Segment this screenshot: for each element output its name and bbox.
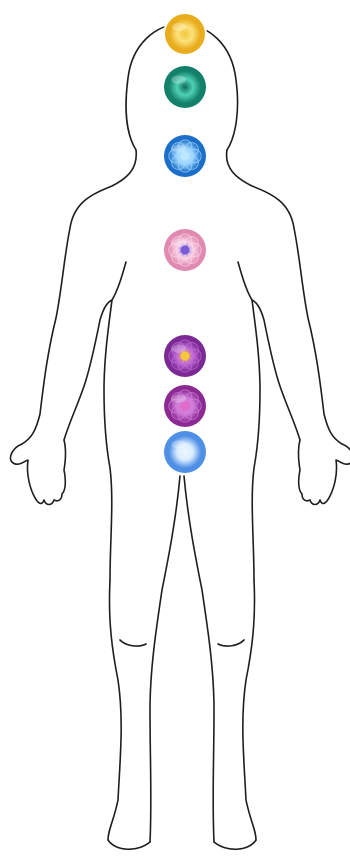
solar-plexus-chakra-core: [180, 351, 189, 360]
right-hand-outline: [299, 440, 350, 505]
heart-chakra-shine: [171, 238, 186, 246]
right-chest-line: [238, 262, 252, 300]
crown-chakra: [163, 12, 207, 56]
throat-chakra: [162, 133, 208, 179]
right-leg-outline: [243, 580, 256, 840]
sacral-chakra-shine: [171, 394, 186, 402]
crown-chakra-orb: [165, 14, 205, 54]
throat-chakra-core: [180, 151, 189, 160]
root-chakra-shine: [171, 440, 186, 448]
left-inner-leg-outline: [150, 476, 180, 842]
solar-plexus-chakra-shine: [171, 344, 186, 352]
heart-chakra: [162, 227, 208, 273]
left-knee-line: [120, 640, 146, 646]
left-hand-outline: [10, 440, 65, 505]
left-chest-line: [112, 262, 126, 300]
right-foot-outline: [214, 840, 256, 849]
left-hip-outline: [104, 300, 112, 580]
third-eye-chakra: [162, 64, 208, 110]
third-eye-chakra-orb: [164, 66, 206, 108]
heart-chakra-core: [180, 245, 189, 254]
sacral-chakra-core: [180, 401, 189, 410]
left-foot-outline: [108, 840, 150, 849]
throat-chakra-shine: [171, 144, 186, 152]
root-chakra: [162, 429, 208, 475]
right-hip-outline: [252, 300, 260, 580]
left-leg-outline: [108, 580, 121, 840]
sacral-chakra: [162, 383, 208, 429]
third-eye-chakra-shine: [171, 75, 186, 83]
solar-plexus-chakra: [162, 333, 208, 379]
right-inner-leg-outline: [184, 476, 214, 842]
right-knee-line: [218, 640, 244, 646]
root-chakra-orb: [164, 431, 206, 473]
crown-chakra-shine: [172, 23, 186, 31]
